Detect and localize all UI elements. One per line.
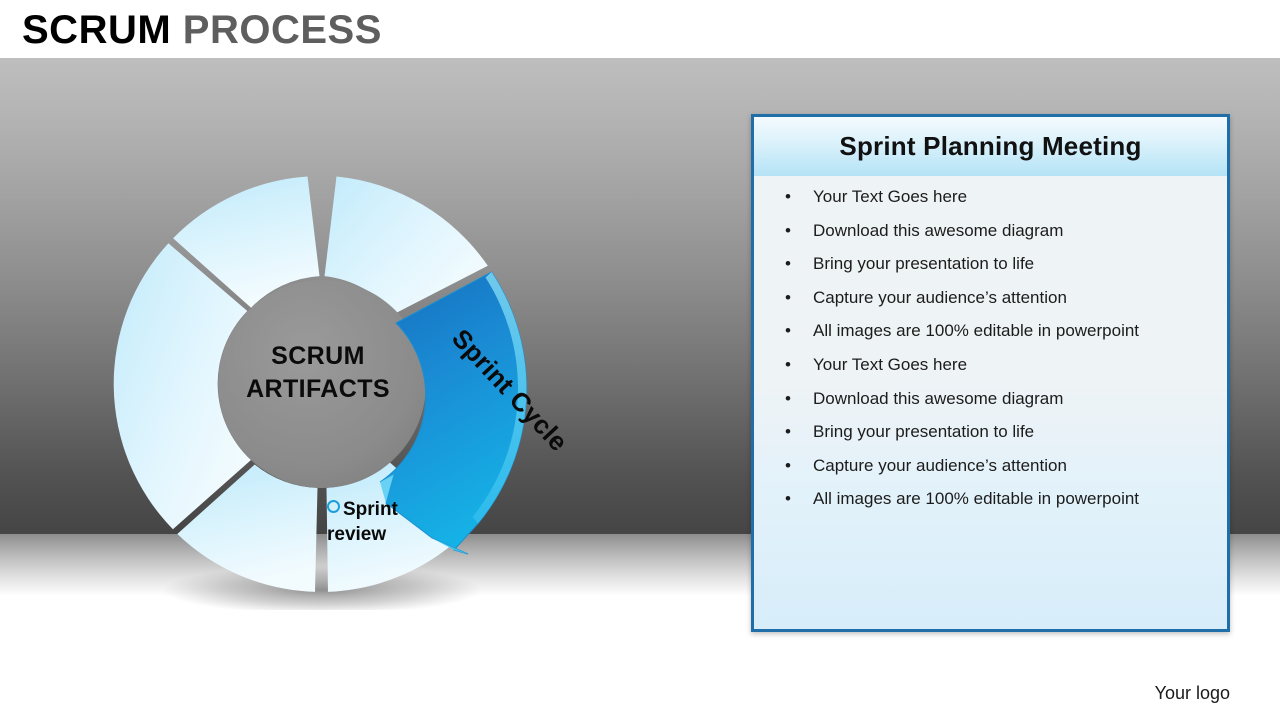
callout-line-1: Sprint	[343, 499, 398, 520]
sprint-planning-panel: Sprint Planning Meeting • Your Text Goes …	[751, 114, 1230, 632]
wheel-segment-bottom-right[interactable]	[326, 461, 469, 592]
panel-list-item[interactable]: • Download this awesome diagram	[754, 382, 1227, 416]
wheel-segment-top-left[interactable]	[173, 176, 320, 308]
panel-list-item[interactable]: • Bring your presentation to life	[754, 415, 1227, 449]
title-bar: SCRUM PROCESS	[0, 0, 1280, 58]
panel-list-item[interactable]: • Bring your presentation to life	[754, 247, 1227, 281]
bullet-icon: •	[785, 187, 791, 206]
panel-header-title: Sprint Planning Meeting	[839, 131, 1142, 161]
callout-row-1: Sprint	[327, 497, 437, 522]
page-title-strong: SCRUM	[22, 8, 172, 52]
wheel-ground-shadow	[162, 566, 482, 610]
bullet-icon: •	[785, 287, 791, 307]
bullet-icon: •	[785, 388, 791, 408]
wheel-segment-right-highlighted[interactable]	[379, 271, 527, 555]
bullet-icon: •	[785, 455, 791, 475]
panel-list-item-label: Capture your audience’s attention	[813, 287, 1067, 307]
wheel-svg	[113, 176, 527, 610]
bullet-icon: •	[785, 489, 791, 509]
page-title: SCRUM PROCESS	[22, 8, 382, 52]
footer-logo-text: Your logo	[1154, 683, 1230, 703]
panel-list-item[interactable]: • Capture your audience’s attention	[754, 449, 1227, 483]
panel-list-item-label: Download this awesome diagram	[813, 220, 1064, 240]
panel-list-item-label: All images are 100% editable in powerpoi…	[813, 489, 1140, 509]
scrum-cycle-wheel: Sprint Cycle	[96, 158, 574, 610]
wheel-segment-top-right[interactable]	[324, 176, 488, 315]
panel-list-item-label: Download this awesome diagram	[813, 388, 1064, 408]
wheel-callout-sprint-review[interactable]: Sprint review	[327, 497, 437, 547]
panel-list-item-label: Bring your presentation to life	[813, 254, 1035, 274]
bullet-icon: •	[785, 422, 791, 442]
callout-line-2: review	[327, 524, 387, 545]
panel-header: Sprint Planning Meeting	[754, 117, 1227, 176]
bullet-icon: •	[785, 220, 791, 240]
wheel-segment-bottom-left[interactable]	[177, 464, 318, 592]
panel-list-item[interactable]: • Your Text Goes here	[754, 348, 1227, 382]
panel-list-item-label: Your Text Goes here	[813, 354, 968, 374]
ring-bullet-icon	[327, 500, 340, 513]
wheel-hub	[218, 280, 426, 488]
panel-list-item[interactable]: • Capture your audience’s attention	[754, 281, 1227, 315]
panel-list-item-label: Your Text Goes here	[813, 187, 968, 206]
wheel-segment-left[interactable]	[113, 243, 251, 530]
bullet-icon: •	[785, 354, 791, 374]
panel-list-item[interactable]: • Your Text Goes here	[754, 180, 1227, 214]
panel-list-item[interactable]: • All images are 100% editable in powerpo…	[754, 314, 1227, 348]
panel-list-item-label: All images are 100% editable in powerpoi…	[813, 321, 1140, 341]
bullet-icon: •	[785, 321, 791, 341]
panel-list-item-label: Bring your presentation to life	[813, 422, 1035, 442]
panel-list-item[interactable]: • Download this awesome diagram	[754, 214, 1227, 248]
panel-list-item-label: Capture your audience’s attention	[813, 455, 1067, 475]
page-title-soft: PROCESS	[182, 8, 382, 52]
panel-list-item[interactable]: • All images are 100% editable in powerpo…	[754, 482, 1227, 516]
panel-bullet-list: • Your Text Goes here • Download this aweso…	[754, 180, 1227, 516]
bullet-icon: •	[785, 254, 791, 274]
